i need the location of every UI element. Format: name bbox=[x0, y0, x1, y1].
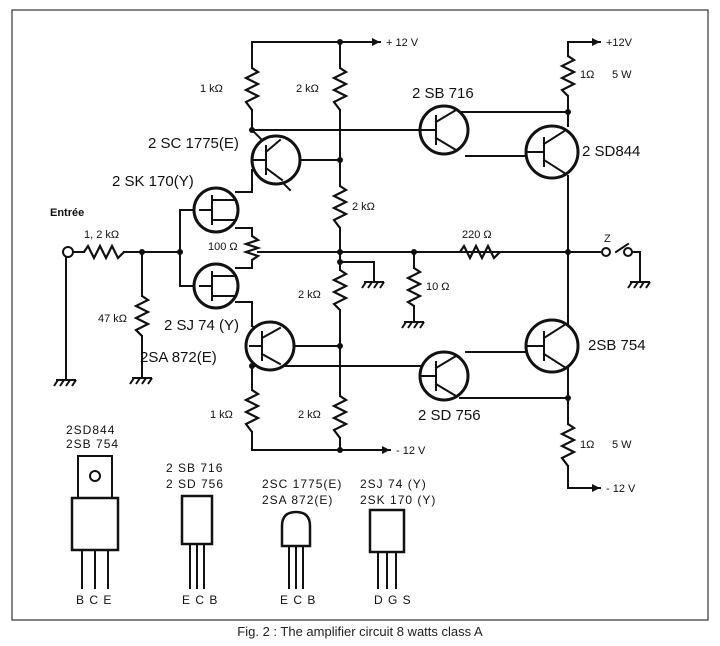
package-name: 2SA 872(E) bbox=[262, 493, 333, 507]
potentiometer-label: 100 Ω bbox=[208, 241, 238, 253]
junction-dots bbox=[139, 39, 571, 453]
resistor-label: 2 kΩ bbox=[298, 409, 321, 421]
package-fet: 2SJ 74 (Y) 2SK 170 (Y) D G S bbox=[360, 477, 436, 607]
pinout-label: D G S bbox=[374, 593, 412, 607]
input-terminal bbox=[62, 246, 74, 258]
package-to220: 2SD844 2SB 754 B C E bbox=[66, 423, 120, 607]
package-name: 2SK 170 (Y) bbox=[360, 493, 436, 507]
resistor-label: 2 kΩ bbox=[298, 289, 321, 301]
resistor-wattage-label: 5 W bbox=[612, 69, 632, 81]
transistor-2sd844 bbox=[524, 124, 580, 180]
resistor-wattage-label: 5 W bbox=[612, 439, 632, 451]
pinout-label: E C B bbox=[280, 593, 316, 607]
transistor-2sj74 bbox=[192, 262, 240, 310]
ground-symbol bbox=[361, 281, 385, 289]
resistor-label: 1Ω bbox=[580, 69, 594, 81]
transistor-label: 2 SB 716 bbox=[412, 85, 474, 102]
ground-symbol bbox=[401, 321, 425, 329]
output-terminal-right bbox=[623, 247, 633, 257]
resistor-label: 1 kΩ bbox=[210, 409, 233, 421]
input-label: Entrée bbox=[50, 207, 84, 219]
output-terminal-left bbox=[601, 247, 611, 257]
supply-neg-left-label: - 12 V bbox=[396, 445, 426, 457]
resistor-label: 47 kΩ bbox=[98, 313, 127, 325]
transistor-2sb754 bbox=[524, 318, 580, 374]
transistor-2sc1775 bbox=[250, 134, 302, 186]
transistor-label: 2 SD 756 bbox=[418, 407, 481, 424]
pinout-label: B C E bbox=[76, 593, 112, 607]
resistor-label: 2 kΩ bbox=[296, 83, 319, 95]
package-name: 2SD844 bbox=[66, 423, 115, 437]
resistor-label: 1, 2 kΩ bbox=[84, 229, 119, 241]
resistor-label: 1Ω bbox=[580, 439, 594, 451]
transistor-label: 2 SJ 74 (Y) bbox=[164, 317, 239, 334]
package-name: 2SC 1775(E) bbox=[262, 477, 342, 491]
transistor-label: 2 SC 1775(E) bbox=[148, 135, 239, 152]
package-name: 2 SB 716 bbox=[166, 461, 223, 475]
figure-caption: Fig. 2 : The amplifier circuit 8 watts c… bbox=[237, 624, 483, 639]
transistor-2sd756 bbox=[418, 350, 470, 402]
resistor-label: 220 Ω bbox=[462, 229, 492, 241]
figure-border bbox=[11, 9, 709, 621]
supply-pos-right-label: +12V bbox=[606, 37, 633, 49]
transistor-label: 2SA 872(E) bbox=[140, 349, 217, 366]
transistor-2sk170 bbox=[192, 186, 240, 234]
package-name: 2SB 754 bbox=[66, 437, 119, 451]
resistor-label: 2 kΩ bbox=[352, 201, 375, 213]
package-name: 2SJ 74 (Y) bbox=[360, 477, 427, 491]
transistor-2sa872 bbox=[244, 320, 296, 372]
resistor-label: 1 kΩ bbox=[200, 83, 223, 95]
output-label: Z bbox=[604, 233, 611, 245]
supply-neg-right-label: - 12 V bbox=[606, 483, 636, 495]
package-to92: 2SC 1775(E) 2SA 872(E) E C B bbox=[262, 477, 342, 607]
transistor-label: 2 SD844 bbox=[582, 143, 640, 160]
resistors bbox=[83, 55, 577, 467]
package-to126: 2 SB 716 2 SD 756 E C B bbox=[166, 461, 224, 607]
resistor-label: 10 Ω bbox=[426, 281, 450, 293]
transistor-label: 2SB 754 bbox=[588, 337, 646, 354]
transistor-2sb716 bbox=[418, 104, 470, 156]
ground-symbol bbox=[129, 377, 153, 385]
supply-pos-left-label: + 12 V bbox=[386, 37, 419, 49]
package-name: 2 SD 756 bbox=[166, 477, 224, 491]
ground-symbol bbox=[53, 379, 77, 387]
pinout-label: E C B bbox=[182, 593, 218, 607]
ground-symbol bbox=[627, 281, 651, 289]
transistor-label: 2 SK 170(Y) bbox=[112, 173, 194, 190]
wires bbox=[65, 38, 641, 492]
